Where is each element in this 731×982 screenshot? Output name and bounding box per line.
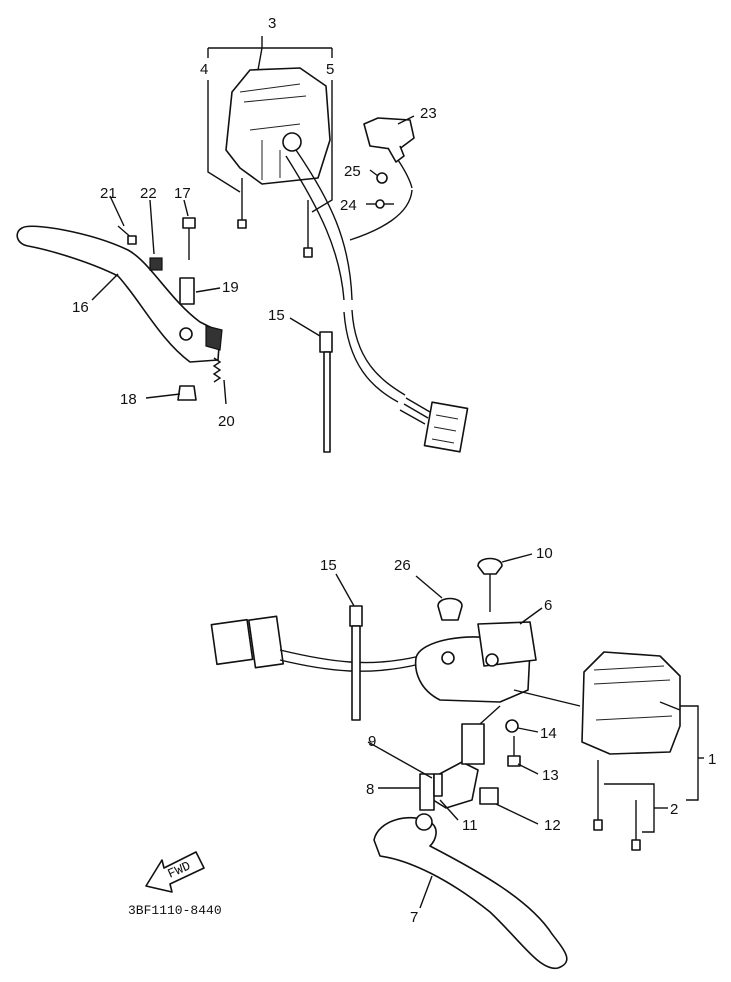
- callout-18: 18: [120, 391, 137, 408]
- callout-16: 16: [72, 299, 89, 316]
- callout-4: 4: [200, 61, 208, 78]
- bracket-1: [680, 705, 699, 801]
- screw-11: [433, 773, 443, 797]
- clutch-switch-23: [363, 117, 415, 189]
- callout-6: 6: [544, 597, 552, 614]
- connector-bottom: [210, 615, 421, 672]
- callout-12: 12: [544, 817, 561, 834]
- collar-19: [179, 277, 195, 305]
- collar-8: [419, 773, 435, 811]
- screw-13: [507, 736, 521, 767]
- callout-19: 19: [222, 279, 239, 296]
- fwd-arrow-icon: FWD: [145, 851, 205, 893]
- spring-20: [212, 357, 222, 383]
- callout-5: 5: [326, 61, 334, 78]
- screw-4: [237, 178, 247, 229]
- callout-2: 2: [670, 801, 678, 818]
- leader-lines: [91, 115, 704, 909]
- callout-24: 24: [340, 197, 357, 214]
- part-code: 3BF1110-8440: [128, 903, 222, 918]
- nut-18: [177, 385, 197, 401]
- washer-25: [376, 172, 388, 184]
- callout-17: 17: [174, 185, 191, 202]
- callout-14: 14: [540, 725, 557, 742]
- nut-22: [149, 257, 163, 271]
- screw-5: [303, 200, 313, 258]
- callout-22: 22: [140, 185, 157, 202]
- callout-26: 26: [394, 557, 411, 574]
- callout-13: 13: [542, 767, 559, 784]
- callout-21: 21: [100, 185, 117, 202]
- wire-harness-top: [285, 149, 469, 453]
- master-cylinder-6: [414, 621, 581, 707]
- cable-tie-15-top: [319, 331, 333, 453]
- screw-2-b: [631, 800, 641, 851]
- switch-housing-top: [225, 67, 331, 185]
- nut-12: [479, 787, 499, 805]
- lever-7: [373, 813, 568, 969]
- callout-25: 25: [344, 163, 361, 180]
- callout-1: 1: [708, 751, 716, 768]
- bolt-17: [182, 217, 196, 260]
- cap-26: [437, 597, 463, 621]
- callout-3: 3: [268, 15, 276, 32]
- callouts: 3 4 5 23 25 24 21 22 17 19 16 15 18 20 1…: [72, 15, 716, 926]
- cable-tie-15-bottom: [349, 605, 363, 721]
- bracket-3: [207, 36, 333, 213]
- callout-11: 11: [462, 817, 478, 834]
- callout-15-bottom: 15: [320, 557, 337, 574]
- bolt-21: [117, 225, 137, 245]
- callout-15-top: 15: [268, 307, 285, 324]
- callout-8: 8: [366, 781, 374, 798]
- screw-2-a: [593, 760, 603, 831]
- callout-9: 9: [368, 733, 376, 750]
- switch-housing-bottom: [581, 651, 681, 755]
- washer-14: [505, 719, 519, 733]
- lever-16: [16, 225, 223, 363]
- callout-10: 10: [536, 545, 553, 562]
- screw-24: [375, 199, 394, 209]
- callout-20: 20: [218, 413, 235, 430]
- callout-7: 7: [410, 909, 418, 926]
- bracket-2: [604, 783, 655, 833]
- callout-23: 23: [420, 105, 437, 122]
- bolt-10: [477, 557, 503, 612]
